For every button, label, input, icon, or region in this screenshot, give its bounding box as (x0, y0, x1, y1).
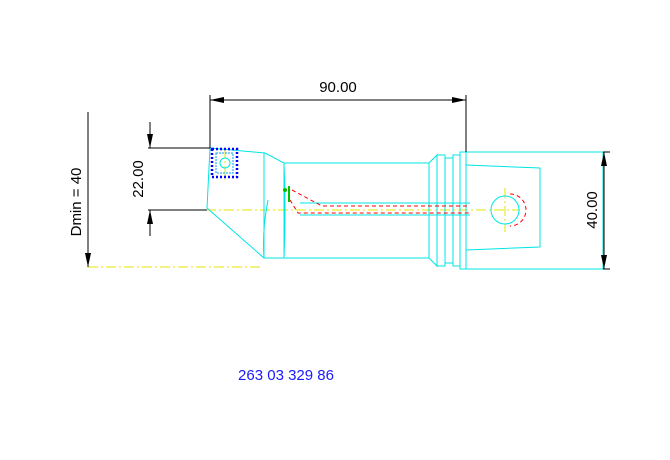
neck-shoulder (283, 162, 286, 259)
insert-outer (210, 147, 239, 179)
dim-90-arrow-right (452, 97, 466, 103)
coolant-path-upper (291, 189, 470, 207)
dim-90-arrow-left (210, 97, 224, 103)
dim-dmin-label: Dmin = 40 (68, 168, 85, 237)
cross-hole (490, 195, 520, 225)
dim-22-arrow-top (147, 134, 153, 148)
part-number: 263 03 329 86 (238, 367, 334, 384)
shank-outline (465, 151, 604, 270)
insert-inner (215, 152, 234, 174)
dim-40-arrow-top (601, 152, 607, 166)
head-curve (263, 199, 269, 259)
dim-length-label: 90.00 (319, 79, 357, 96)
dim-diameter-label: 40.00 (584, 191, 601, 229)
centerlines (88, 148, 520, 268)
dim-22-arrow-bottom (147, 210, 153, 224)
marker-dot (283, 188, 287, 192)
hole-hidden-arc (509, 193, 527, 227)
cutting-insert (210, 147, 239, 179)
hidden-lines (289, 189, 527, 227)
insert-screw (219, 157, 231, 169)
shank-taper (465, 164, 541, 251)
neck-outline (283, 162, 430, 259)
marker (283, 186, 290, 202)
dim-40-arrow-bottom (601, 255, 607, 269)
dimensions (85, 95, 610, 270)
dim-dmin-arrow (85, 253, 91, 267)
head-outline (206, 147, 285, 259)
coolant-path-lower (289, 199, 470, 214)
tool-body (206, 147, 604, 270)
dim-height-label: 22.00 (130, 160, 147, 198)
